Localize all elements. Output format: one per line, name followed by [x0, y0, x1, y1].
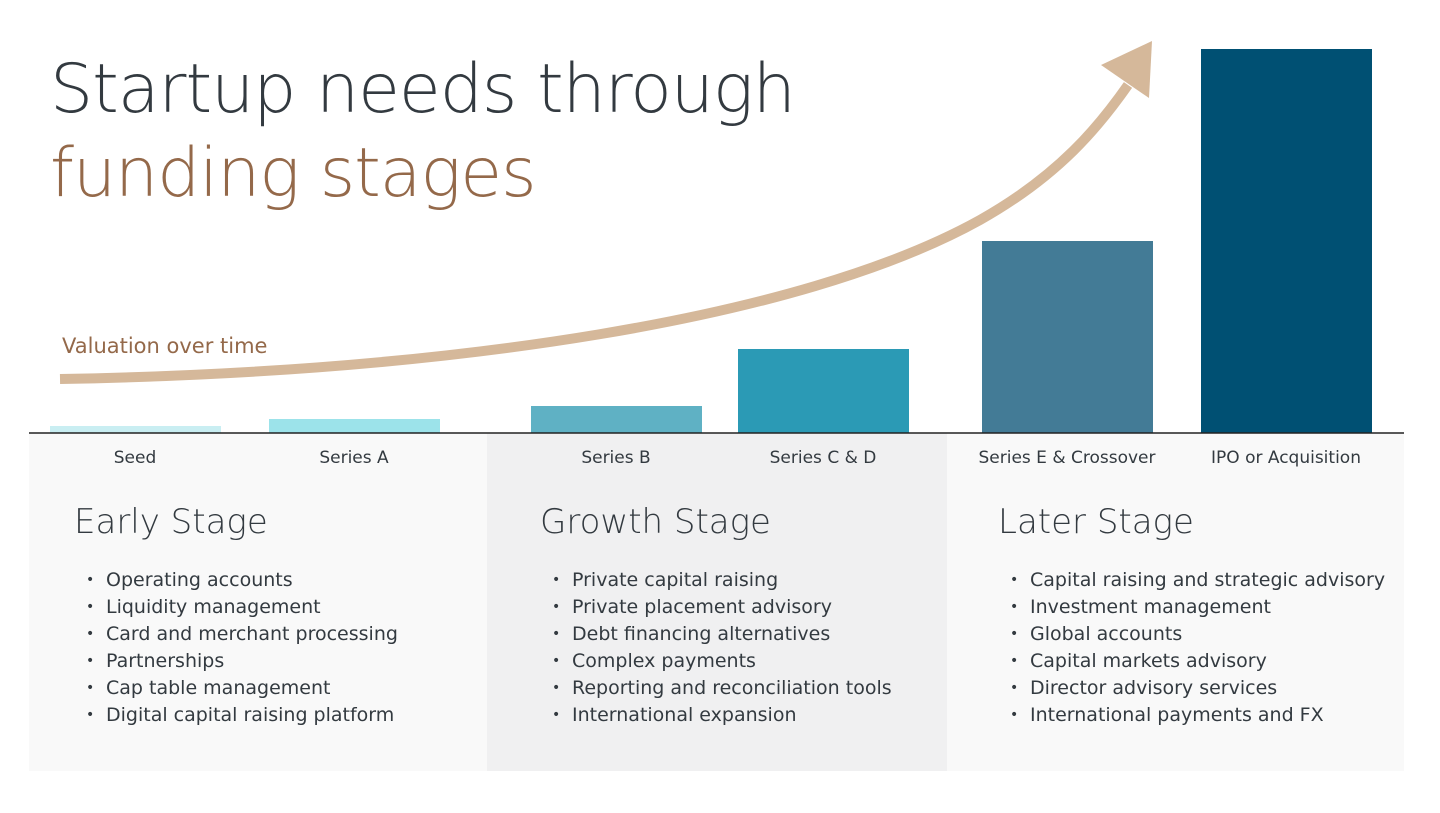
early-stage-title: Early Stage: [74, 502, 268, 542]
valuation-arrow-shaft: [59, 82, 1133, 384]
category-label: Series E & Crossover: [978, 448, 1156, 468]
list-item: Capital markets advisory: [1010, 648, 1385, 675]
bar-series-a: [269, 419, 440, 433]
title-line-2: funding stages: [50, 134, 537, 213]
bar-series-b: [531, 406, 702, 433]
category-label: IPO or Acquisition: [1211, 448, 1361, 468]
title-line-1: Startup needs through: [50, 50, 796, 129]
bar-seed: [50, 426, 221, 433]
list-item: Investment management: [1010, 594, 1385, 621]
list-item: Complex payments: [552, 648, 892, 675]
category-label: Series B: [581, 448, 651, 468]
list-item: International payments and FX: [1010, 702, 1385, 729]
list-item: International expansion: [552, 702, 892, 729]
category-label: Series A: [319, 448, 389, 468]
list-item: Operating accounts: [86, 567, 398, 594]
list-item: Global accounts: [1010, 621, 1385, 648]
growth-stage-list: Private capital raising Private placemen…: [540, 567, 892, 729]
valuation-arrow-head-icon: [1101, 41, 1152, 98]
page-title: Startup needs through funding stages: [50, 48, 796, 216]
bar-series-c-d: [738, 349, 909, 433]
bar-series-e-crossover: [982, 241, 1153, 433]
list-item: Capital raising and strategic advisory: [1010, 567, 1385, 594]
early-stage-list: Operating accounts Liquidity management …: [74, 567, 398, 729]
list-item: Director advisory services: [1010, 675, 1385, 702]
list-item: Partnerships: [86, 648, 398, 675]
later-stage-title: Later Stage: [998, 502, 1194, 542]
bar-ipo-or-acquisition: [1201, 49, 1372, 433]
valuation-annotation: Valuation over time: [62, 334, 268, 358]
list-item: Reporting and reconciliation tools: [552, 675, 892, 702]
category-label: Series C & D: [769, 448, 877, 468]
later-stage-list: Capital raising and strategic advisory I…: [998, 567, 1385, 729]
growth-stage-title: Growth Stage: [540, 502, 771, 542]
list-item: Card and merchant processing: [86, 621, 398, 648]
list-item: Debt financing alternatives: [552, 621, 892, 648]
list-item: Liquidity management: [86, 594, 398, 621]
list-item: Cap table management: [86, 675, 398, 702]
list-item: Private capital raising: [552, 567, 892, 594]
category-label: Seed: [113, 448, 157, 468]
list-item: Digital capital raising platform: [86, 702, 398, 729]
list-item: Private placement advisory: [552, 594, 892, 621]
